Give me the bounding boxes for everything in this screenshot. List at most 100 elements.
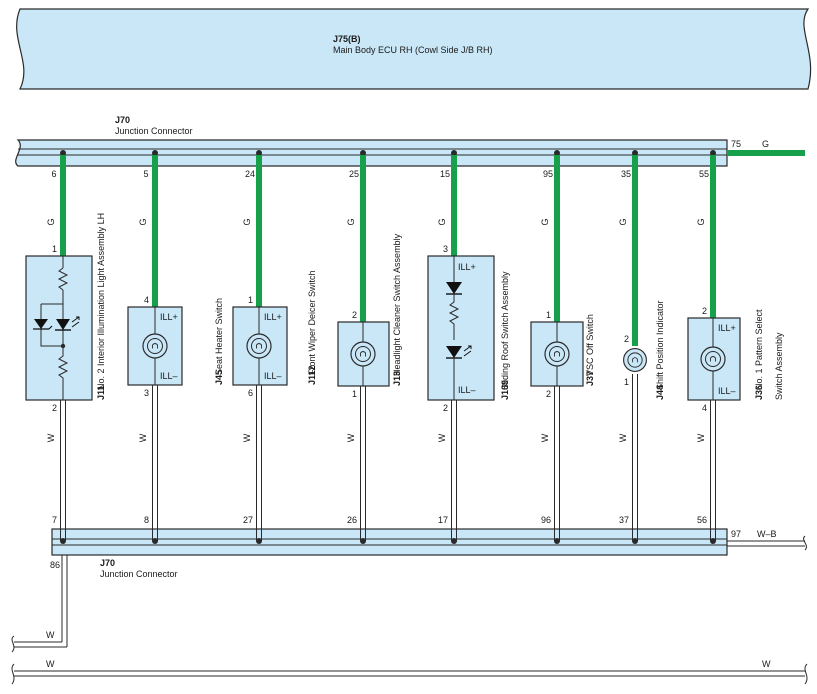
lamp-icon bbox=[544, 341, 570, 367]
top-junction-dot bbox=[451, 150, 457, 156]
component-pin-top: 1 bbox=[546, 310, 551, 320]
led-icon bbox=[446, 346, 462, 358]
top-jc-pin: 55 bbox=[699, 169, 709, 179]
bottom-junction-dot bbox=[360, 538, 366, 544]
component-code: J11 bbox=[96, 385, 106, 400]
component-label: J13Headlight Cleaner Switch Assembly bbox=[392, 233, 402, 386]
component-name: Sliding Roof Switch Assembly bbox=[500, 271, 510, 390]
bottom-connector-name: Junction Connector bbox=[100, 569, 178, 579]
resistor-icon bbox=[57, 346, 69, 400]
top-out-wire-color: G bbox=[762, 139, 769, 149]
top-out-pin: 75 bbox=[731, 139, 741, 149]
ill-plus-label: ILL+ bbox=[160, 312, 178, 322]
green-wire-color: G bbox=[138, 218, 148, 225]
light-emission-icon bbox=[463, 345, 472, 357]
bottom-return-wires: W W W bbox=[11, 555, 808, 685]
green-wire-color: G bbox=[618, 218, 628, 225]
lamp-icon bbox=[700, 346, 726, 372]
component-name: Seat Heater Switch bbox=[214, 298, 224, 375]
bottom-jc-pin: 17 bbox=[438, 515, 448, 525]
component-pin-top: 1 bbox=[52, 244, 57, 254]
lamp-icon bbox=[142, 333, 168, 359]
component-pin-top: 2 bbox=[702, 306, 707, 316]
bottom-jc-pin: 27 bbox=[243, 515, 253, 525]
component-pin-top: 3 bbox=[443, 244, 448, 254]
ill-minus-label: ILL– bbox=[718, 386, 736, 396]
bottom-junction-connector: J70 Junction Connector 97 W–B 86 bbox=[50, 528, 807, 579]
top-junction-dot bbox=[60, 150, 66, 156]
component-code: J112 bbox=[307, 365, 317, 385]
component-name: Headlight Cleaner Switch Assembly bbox=[392, 233, 402, 376]
lamp-icon bbox=[350, 341, 376, 367]
component-name: No. 2 Interior Illumination Light Assemb… bbox=[96, 213, 106, 390]
top-connector-name: Junction Connector bbox=[115, 126, 193, 136]
component-box bbox=[25, 255, 93, 401]
component-name: VSC Off Switch bbox=[585, 314, 595, 376]
component-label: J37VSC Off Switch bbox=[585, 314, 595, 386]
bottom-junction-dot bbox=[60, 538, 66, 544]
indicator-lamp-icon bbox=[623, 348, 647, 372]
bottom-junction-dot bbox=[710, 538, 716, 544]
component-label: J45Seat Heater Switch bbox=[214, 298, 224, 385]
top-jc-pin: 95 bbox=[543, 169, 553, 179]
component-label: J36No. 1 Pattern Select bbox=[754, 309, 764, 400]
component-pin-bottom: 4 bbox=[702, 403, 707, 413]
bottom-jc-pin: 56 bbox=[697, 515, 707, 525]
white-wire-color: W bbox=[696, 433, 706, 442]
led-icon bbox=[56, 319, 70, 330]
top-jc-pin: 5 bbox=[143, 169, 148, 179]
top-junction-dot bbox=[632, 150, 638, 156]
bus-wire-color-right: W bbox=[762, 659, 771, 669]
white-wire-color: W bbox=[242, 433, 252, 442]
internal-wire bbox=[40, 303, 63, 347]
white-wire-color: W bbox=[346, 433, 356, 442]
component-pin-top: 1 bbox=[248, 295, 253, 305]
component-label: J112Front Wiper Deicer Switch bbox=[307, 270, 317, 385]
ecu-block: J75(B) Main Body ECU RH (Cowl Side J/B R… bbox=[16, 8, 812, 90]
top-connector-code: J70 bbox=[115, 115, 130, 125]
component-pin-bottom: 1 bbox=[624, 377, 629, 387]
component-label: J109Sliding Roof Switch Assembly bbox=[500, 271, 510, 400]
bus-wire-color-left: W bbox=[46, 659, 55, 669]
top-junction-dot bbox=[554, 150, 560, 156]
component-box bbox=[427, 255, 495, 401]
bottom-jc-pin: 26 bbox=[347, 515, 357, 525]
bottom-out-pin: 97 bbox=[731, 529, 741, 539]
bottom-junction-dot bbox=[632, 538, 638, 544]
top-junction-connector: J70 Junction Connector 75 G bbox=[15, 115, 805, 167]
component-pin-bottom: 1 bbox=[352, 389, 357, 399]
white-wire-color: W bbox=[540, 433, 550, 442]
left-wire-color: W bbox=[46, 630, 55, 640]
bottom-left-pin: 86 bbox=[50, 560, 60, 570]
component-label: J44Shift Position Indicator bbox=[655, 300, 665, 400]
white-wire-color: W bbox=[437, 433, 447, 442]
component-pin-top: 4 bbox=[144, 295, 149, 305]
zener-diode-bar bbox=[33, 325, 53, 330]
white-wire-color: W bbox=[138, 433, 148, 442]
ecu-name: Main Body ECU RH (Cowl Side J/B RH) bbox=[333, 45, 493, 55]
bottom-jc-pin: 7 bbox=[52, 515, 57, 525]
light-emission-icon bbox=[71, 316, 80, 328]
component-code: J37 bbox=[585, 371, 595, 386]
green-wire-color: G bbox=[540, 218, 550, 225]
ill-minus-label: ILL– bbox=[458, 385, 476, 395]
ill-plus-label: ILL+ bbox=[718, 323, 736, 333]
component-code: J13 bbox=[392, 371, 402, 386]
bottom-jc-pin: 37 bbox=[619, 515, 629, 525]
top-junction-dot bbox=[710, 150, 716, 156]
component-name-line2: Switch Assembly bbox=[774, 332, 784, 400]
top-jc-pin: 24 bbox=[245, 169, 255, 179]
component-code: J109 bbox=[500, 380, 510, 400]
top-jc-pin: 15 bbox=[440, 169, 450, 179]
top-jc-pin: 25 bbox=[349, 169, 359, 179]
green-wire-color: G bbox=[437, 218, 447, 225]
component-pin-top: 2 bbox=[624, 334, 629, 344]
top-junction-dot bbox=[360, 150, 366, 156]
